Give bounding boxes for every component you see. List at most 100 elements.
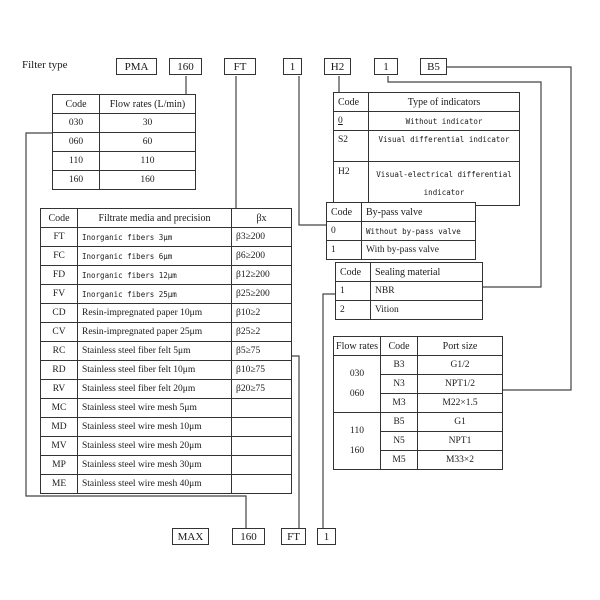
cell-media: Resin-impregnated paper 10μm (77, 303, 232, 323)
cell-media: Inorganic fibers 12μm (77, 265, 232, 285)
cell-code: N5 (380, 431, 418, 451)
cell-code: 030 (52, 113, 100, 133)
cell-port-size: NPT1 (417, 431, 503, 451)
header-port-size: Port size (417, 336, 503, 356)
code-box-bypass: 1 (283, 58, 302, 75)
cell-code: MD (40, 417, 78, 437)
cell-beta (231, 398, 292, 418)
cell-code: 0 (333, 111, 369, 131)
cell-media: Stainless steel fiber felt 10μm (77, 360, 232, 380)
cell-code: FV (40, 284, 78, 304)
cell-media: Stainless steel wire mesh 20μm (77, 436, 232, 456)
code-box-seal: 1 (374, 58, 398, 75)
cell-code: B3 (380, 355, 418, 375)
cell-code: MP (40, 455, 78, 475)
cell-code: 0 (326, 221, 362, 241)
header-seal: Sealing material (370, 262, 483, 282)
cell-description: Visual differential indicator (368, 130, 520, 162)
cell-code: RC (40, 341, 78, 361)
cell-beta: β25≥200 (231, 284, 292, 304)
cell-code: 1 (326, 240, 362, 260)
cell-media: Stainless steel fiber felt 20μm (77, 379, 232, 399)
cell-beta: β5≥75 (231, 341, 292, 361)
cell-description: Without indicator (368, 111, 520, 131)
cell-value: 60 (99, 132, 196, 152)
cell-code: M3 (380, 393, 418, 413)
cell-value: 110 (99, 151, 196, 171)
header-flow-rate: Flow rates (333, 336, 381, 356)
cell-beta: β3≥200 (231, 227, 292, 247)
header-bypass: By-pass valve (361, 202, 476, 222)
cell-code: MC (40, 398, 78, 418)
cell-beta (231, 474, 292, 494)
cell-code: 160 (52, 170, 100, 190)
cell-description: Vition (370, 300, 483, 320)
cell-media: Inorganic fibers 25μm (77, 284, 232, 304)
header-code: Code (380, 336, 418, 356)
cell-media: Stainless steel wire mesh 10μm (77, 417, 232, 437)
bottom-code-box-series: MAX (172, 528, 209, 545)
cell-beta: β20≥75 (231, 379, 292, 399)
cell-beta: β10≥75 (231, 360, 292, 380)
cell-media: Inorganic fibers 3μm (77, 227, 232, 247)
cell-port-size: M22×1.5 (417, 393, 503, 413)
flow-rate-value: 160 (349, 446, 365, 456)
cell-code: FD (40, 265, 78, 285)
cell-value: 30 (99, 113, 196, 133)
cell-code: H2 (333, 161, 369, 206)
code-box-series: PMA (116, 58, 157, 75)
cell-code: 110 (52, 151, 100, 171)
cell-value: 160 (99, 170, 196, 190)
flow-rate-value: 060 (349, 389, 365, 399)
code-box-flow: 160 (169, 58, 202, 75)
table-header-row: Code Filtrate media and precision βx (40, 208, 292, 228)
table-header-row: Flow rates Code Port size (333, 336, 503, 356)
cell-code: 2 (335, 300, 371, 320)
cell-code: FC (40, 246, 78, 266)
header-code: Code (335, 262, 371, 282)
header-flow-rate: Flow rates (L/min) (99, 94, 196, 114)
cell-code: CD (40, 303, 78, 323)
bottom-code-box-flow: 160 (232, 528, 265, 545)
code-box-port: B5 (420, 58, 447, 75)
cell-media: Stainless steel fiber felt 5μm (77, 341, 232, 361)
header-code: Code (52, 94, 100, 114)
header-code: Code (333, 92, 369, 112)
cell-description: Without by-pass valve (361, 221, 476, 241)
code-box-media: FT (224, 58, 256, 75)
header-code: Code (326, 202, 362, 222)
cell-media: Stainless steel wire mesh 40μm (77, 474, 232, 494)
code-box-indicator: H2 (324, 58, 351, 75)
